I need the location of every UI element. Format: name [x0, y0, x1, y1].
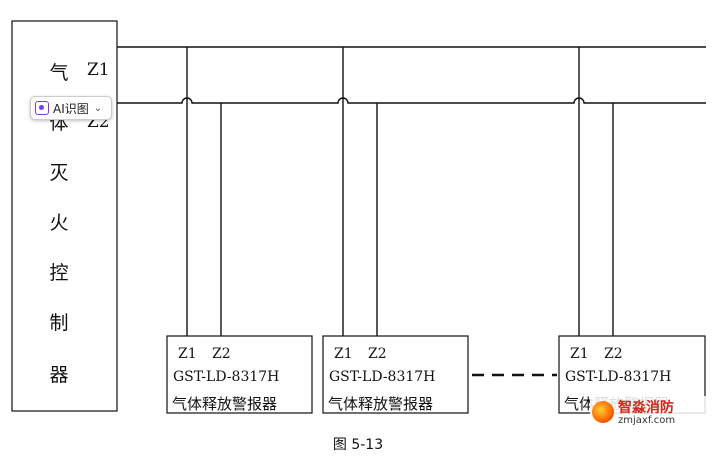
- watermark-url: zmjaxf.com: [618, 415, 676, 426]
- alarm-box-2-model: GST-LD-8317H: [329, 369, 436, 385]
- controller-char-5: 控: [49, 262, 69, 284]
- alarm-box-3-z2: Z2: [604, 346, 623, 362]
- controller-char-4: 火: [49, 212, 69, 234]
- alarm-box-2-name: 气体释放警报器: [328, 395, 434, 413]
- ai-recognize-label: AI识图: [53, 101, 89, 116]
- controller-char-6: 制: [49, 312, 69, 334]
- ai-recognize-button[interactable]: AI识图 ⌄: [30, 96, 112, 120]
- alarm-box-2: [322, 335, 469, 414]
- chevron-down-icon[interactable]: ⌄: [93, 102, 103, 114]
- controller-char-1: 气: [49, 62, 69, 84]
- alarm-box-1-name: 气体释放警报器: [172, 395, 278, 413]
- flame-logo-icon: [592, 401, 614, 423]
- ai-recognize-icon: [35, 101, 49, 115]
- alarm-box-1-z1: Z1: [178, 346, 197, 362]
- controller-char-3: 灭: [49, 162, 69, 184]
- alarm-box-1-z2: Z2: [212, 346, 231, 362]
- alarm-box-2-z1: Z1: [334, 346, 353, 362]
- controller-char-7: 器: [49, 364, 69, 386]
- controller-box: [11, 20, 118, 412]
- alarm-box-1: [166, 335, 313, 414]
- alarm-box-2-z2: Z2: [368, 346, 387, 362]
- alarm-box-3-z1: Z1: [570, 346, 589, 362]
- bus-z2: [117, 97, 706, 104]
- watermark-name: 智淼消防: [618, 400, 674, 416]
- watermark: 智淼消防 zmjaxf.com: [590, 396, 714, 430]
- figure-caption: 图 5-13: [332, 437, 384, 453]
- alarm-box-1-model: GST-LD-8317H: [173, 369, 280, 385]
- alarm-box-3-model: GST-LD-8317H: [565, 369, 672, 385]
- zone-label-z1: Z1: [87, 60, 110, 80]
